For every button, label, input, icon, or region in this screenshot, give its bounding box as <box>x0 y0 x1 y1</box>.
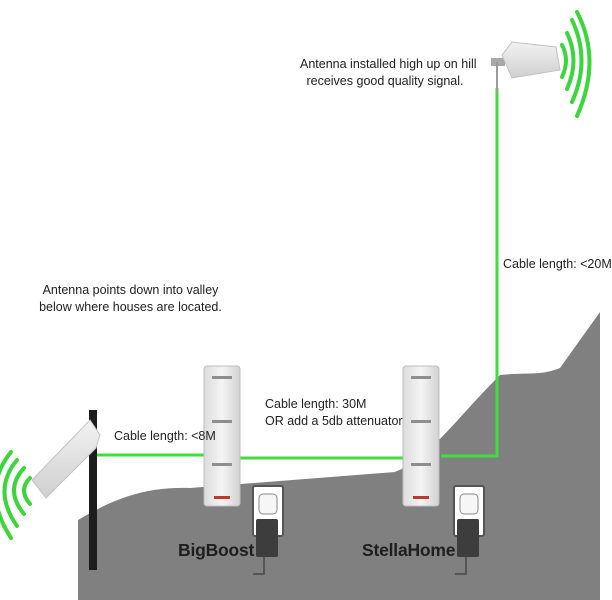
hill-antenna <box>491 10 592 118</box>
stellahome-port-top <box>411 376 431 379</box>
valley-signal-icon <box>0 450 32 540</box>
cable-middle-label-line2: OR add a 5db attenuator <box>265 414 403 428</box>
bigboost-outlet-socket <box>258 493 278 515</box>
hill-antenna-icon <box>501 41 561 79</box>
stellahome-outlet <box>453 485 485 575</box>
valley-antenna <box>0 410 101 570</box>
stellahome-device <box>402 365 440 507</box>
stellahome-unit <box>402 365 440 507</box>
cable-left-label: Cable length: <8M <box>114 429 216 443</box>
stellahome-power-cord <box>455 557 467 575</box>
top-antenna-caption: Antenna installed high up on hill receiv… <box>300 56 477 90</box>
bigboost-power-cord <box>253 557 265 575</box>
stellahome-logo-icon <box>413 496 429 499</box>
stellahome-outlet-socket <box>459 493 479 515</box>
hill-terrain <box>0 312 600 600</box>
bigboost-unit <box>203 365 241 507</box>
bigboost-name: BigBoost <box>178 540 255 560</box>
hill-signal-icon <box>560 10 592 118</box>
cable-middle-label-line1: Cable length: 30M <box>265 397 367 411</box>
left-antenna-caption-line2: below where houses are located. <box>39 300 222 314</box>
valley-antenna-pole <box>89 410 97 570</box>
bigboost-outlet <box>252 485 284 575</box>
stellahome-name: StellaHome <box>362 540 456 560</box>
stellahome-port-mid <box>411 420 431 423</box>
cable-middle-label: Cable length: 30M OR add a 5db attenuato… <box>265 396 403 430</box>
bigboost-port-mid <box>212 420 232 423</box>
bigboost-device <box>203 365 241 507</box>
left-antenna-caption: Antenna points down into valley below wh… <box>38 282 223 316</box>
valley-antenna-icon <box>31 419 101 499</box>
bigboost-logo-icon <box>214 496 230 499</box>
stellahome-plug-icon <box>457 519 479 557</box>
stellahome-port-low <box>411 463 431 466</box>
bigboost-port-top <box>212 376 232 379</box>
cables <box>96 88 499 460</box>
top-antenna-caption-line2: receives good quality signal. <box>306 74 464 88</box>
cable-right <box>441 88 499 458</box>
bigboost-plug-icon <box>256 519 278 557</box>
left-antenna-caption-line1: Antenna points down into valley <box>42 283 219 297</box>
cable-right-label: Cable length: <20M <box>503 257 612 271</box>
top-antenna-caption-line1: Antenna installed high up on hill <box>300 57 477 71</box>
bigboost-port-low <box>212 463 232 466</box>
